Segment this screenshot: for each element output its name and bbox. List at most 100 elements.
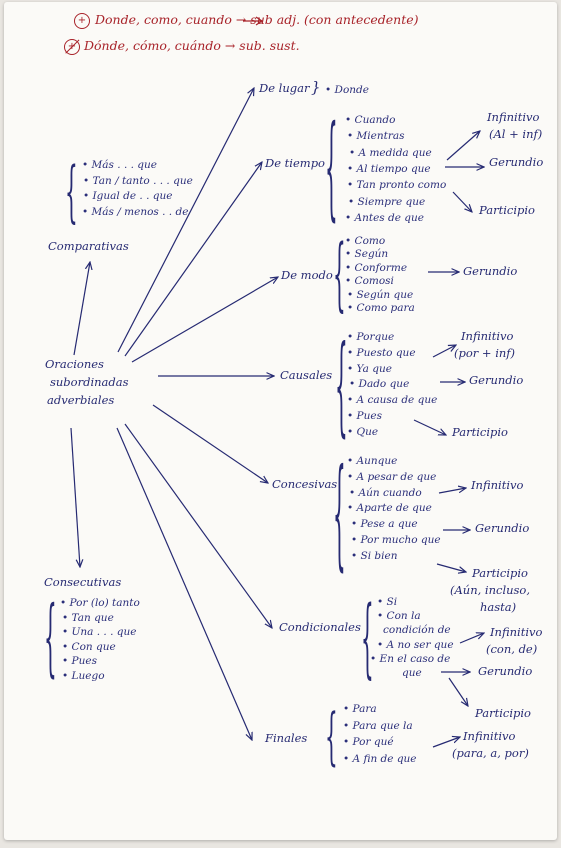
condicionales-infinitivo-note: (con, de) bbox=[486, 642, 538, 656]
arrow-to-consecutivas bbox=[70, 427, 80, 567]
tiempo-participio: Participio bbox=[479, 203, 535, 217]
comparativas-brace: { bbox=[65, 151, 78, 231]
causales-item: • Pues bbox=[347, 410, 382, 422]
consecutivas-item: • Tan que bbox=[62, 612, 114, 624]
arrow-finales-infinitivo bbox=[432, 737, 460, 748]
concesivas-participio-note-2: hasta) bbox=[480, 600, 517, 614]
causales-infinitivo-note: (por + inf) bbox=[454, 346, 516, 360]
finales-infinitivo-note: (para, a, por) bbox=[452, 746, 529, 760]
arrow-to-modo bbox=[131, 277, 278, 363]
consecutivas-item: • Con que bbox=[62, 641, 116, 653]
arrow-to-concesivas bbox=[152, 404, 268, 483]
causales-infinitivo: Infinitivo bbox=[461, 329, 514, 343]
arrow-to-comparativas bbox=[73, 262, 90, 356]
tiempo-item: • Siempre que bbox=[348, 196, 426, 208]
header-arrow-1-head bbox=[255, 16, 264, 26]
condicionales-participio: Participio bbox=[475, 706, 531, 720]
arrow-to-finales bbox=[116, 427, 252, 740]
arrow-tiempo-participio bbox=[452, 191, 472, 212]
tiempo-infinitivo-note: (Al + inf) bbox=[489, 127, 543, 141]
arrow-condicionales-infinitivo bbox=[459, 633, 484, 644]
finales-title: Finales bbox=[265, 731, 308, 745]
causales-brace: { bbox=[335, 319, 348, 449]
comparativas-item: • Más . . . que bbox=[82, 159, 157, 171]
center-node-line-1: Oraciones bbox=[45, 357, 104, 371]
finales-item: • Por qué bbox=[343, 736, 394, 748]
lugar-brace: } bbox=[311, 78, 321, 96]
condicionales-title: Condicionales bbox=[279, 620, 361, 634]
finales-item: • A fin de que bbox=[343, 753, 417, 765]
comparativas-item: • Más / menos . . de bbox=[82, 206, 189, 218]
concesivas-item: • Aunque bbox=[347, 455, 398, 467]
modo-title: De modo bbox=[281, 268, 333, 282]
lugar-item: • Donde bbox=[325, 84, 369, 96]
center-node-line-2: subordinadas bbox=[50, 375, 129, 389]
lugar-title: De lugar bbox=[259, 81, 310, 95]
header-line-2: Dónde, cómo, cuándo → sub. sust. bbox=[84, 38, 300, 53]
causales-item: • Porque bbox=[347, 331, 395, 343]
causales-item: • Puesto que bbox=[347, 347, 416, 359]
arrow-tiempo-infinitivo bbox=[446, 131, 480, 161]
arrow-to-lugar bbox=[117, 88, 254, 353]
causales-title: Causales bbox=[280, 368, 333, 382]
header-line-1: Donde, como, cuando → sub adj. (con ante… bbox=[95, 12, 419, 27]
comparativas-title: Comparativas bbox=[48, 239, 129, 253]
causales-item: • Ya que bbox=[347, 363, 392, 375]
condicionales-item: • A no ser que bbox=[377, 639, 454, 651]
finales-infinitivo: Infinitivo bbox=[463, 729, 516, 743]
arrow-causales-infinitivo bbox=[432, 345, 456, 358]
causales-item: • A causa de que bbox=[347, 394, 438, 406]
modo-item: • Como para bbox=[347, 302, 415, 314]
modo-gerundio: Gerundio bbox=[463, 264, 518, 278]
arrow-to-tiempo bbox=[124, 162, 262, 357]
condicionales-item: • Si bbox=[377, 596, 398, 608]
modo-brace: { bbox=[333, 225, 346, 321]
arrow-concesivas-infinitivo bbox=[438, 488, 466, 494]
tiempo-item: • Al tiempo que bbox=[347, 163, 431, 175]
comparativas-item: • Tan / tanto . . . que bbox=[83, 175, 193, 187]
condicionales-item: • En el caso de bbox=[370, 653, 451, 665]
finales-brace: { bbox=[325, 698, 338, 774]
modo-item: • Conforme bbox=[345, 262, 408, 274]
concesivas-participio-note-1: (Aún, incluso, bbox=[450, 583, 531, 597]
concesivas-item: • Por mucho que bbox=[351, 534, 441, 546]
tiempo-brace: { bbox=[325, 98, 338, 234]
arrow-to-condicionales bbox=[124, 423, 272, 628]
tiempo-infinitivo: Infinitivo bbox=[487, 110, 540, 124]
causales-item: • Que bbox=[347, 426, 379, 438]
comparativas-item: • Igual de . . que bbox=[83, 190, 173, 202]
condicionales-infinitivo: Infinitivo bbox=[490, 625, 543, 639]
arrow-concesivas-participio bbox=[436, 563, 466, 572]
concesivas-title: Concesivas bbox=[272, 477, 338, 491]
consecutivas-title: Consecutivas bbox=[44, 575, 122, 589]
tiempo-title: De tiempo bbox=[265, 156, 325, 170]
concesivas-infinitivo: Infinitivo bbox=[471, 478, 524, 492]
consecutivas-item: • Pues bbox=[62, 655, 97, 667]
tiempo-item: • Mientras bbox=[347, 130, 405, 142]
concesivas-participio: Participio bbox=[472, 566, 528, 580]
tiempo-gerundio: Gerundio bbox=[489, 155, 544, 169]
consecutivas-item: • Luego bbox=[62, 670, 105, 682]
concesivas-item: • A pesar de que bbox=[347, 471, 437, 483]
condicionales-gerundio: Gerundio bbox=[478, 664, 533, 678]
causales-gerundio: Gerundio bbox=[469, 373, 524, 387]
condicionales-item: que bbox=[402, 667, 422, 679]
tiempo-item: • Antes de que bbox=[345, 212, 425, 224]
causales-item: • Dado que bbox=[349, 378, 410, 390]
modo-item: • Según bbox=[345, 248, 389, 260]
finales-item: • Para que la bbox=[343, 720, 413, 732]
modo-item: • Según que bbox=[347, 289, 414, 301]
consecutivas-item: • Una . . . que bbox=[62, 626, 137, 638]
causales-participio: Participio bbox=[452, 425, 508, 439]
concesivas-item: • Aún cuando bbox=[349, 487, 422, 499]
tiempo-item: • Tan pronto como bbox=[347, 179, 447, 191]
consecutivas-item: • Por (lo) tanto bbox=[60, 597, 140, 609]
tiempo-item: • Cuando bbox=[345, 114, 396, 126]
concesivas-item: • Aparte de que bbox=[347, 502, 432, 514]
star-mark-icon: + bbox=[74, 13, 90, 29]
center-node-line-3: adverbiales bbox=[47, 393, 115, 407]
arrow-condicionales-participio bbox=[448, 677, 468, 706]
crossed-star-mark-icon: + bbox=[64, 39, 80, 55]
condicionales-item: condición de bbox=[383, 624, 451, 636]
